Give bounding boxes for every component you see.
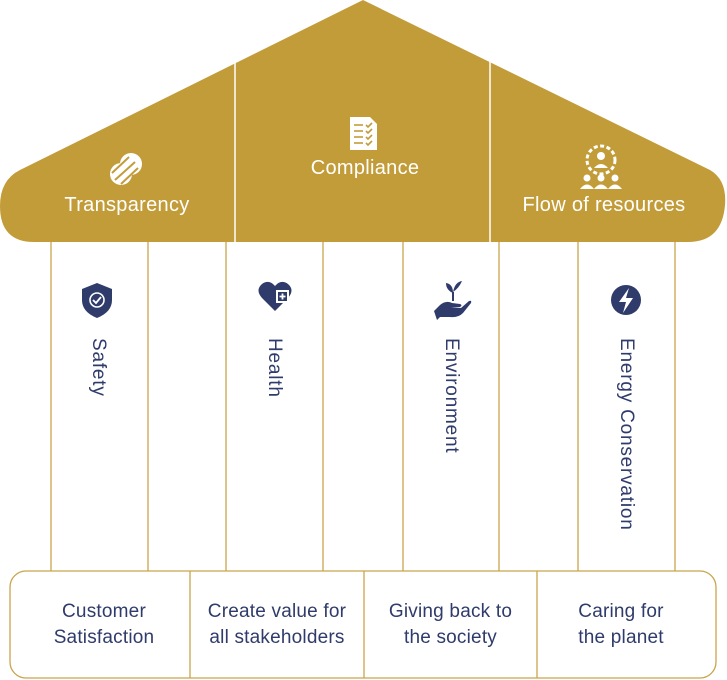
pillar-label-health: Health [264, 338, 285, 398]
base-line: Giving back to [388, 600, 513, 622]
base-cell-caring-for-planet: Caring for the planet [537, 571, 705, 678]
roof-label-compliance: Compliance [310, 157, 420, 179]
base-line: the planet [578, 626, 664, 648]
base-line: Customer [62, 600, 146, 622]
base-line: Create value for [207, 600, 347, 622]
pillar-label-environment: Environment [441, 338, 462, 454]
pillar-lines [50, 242, 676, 571]
base-cell-create-value: Create value for all stakeholders [190, 571, 364, 678]
checklist-document-icon [350, 117, 377, 150]
base-cell-giving-back: Giving back to the society [364, 571, 537, 678]
hand-sprout-icon [434, 281, 472, 320]
roof-label-transparency: Transparency [64, 194, 190, 216]
base-line: the society [403, 626, 497, 648]
lightning-bolt-icon [611, 285, 641, 315]
roof-label-flow-of-resources: Flow of resources [522, 194, 686, 216]
people-gear-icon [580, 144, 622, 189]
base-box [9, 570, 717, 679]
base-dividers [189, 571, 538, 678]
interlinked-circles-icon [110, 153, 142, 185]
pillar-label-energy-conservation: Energy Conservation [616, 338, 637, 531]
base-line: all stakeholders [209, 626, 345, 648]
base-line: Caring for [578, 600, 664, 622]
base-line: Satisfaction [53, 626, 155, 648]
heart-plus-icon [258, 281, 292, 311]
pillar-label-safety: Safety [88, 338, 109, 397]
shield-check-icon [82, 283, 112, 318]
